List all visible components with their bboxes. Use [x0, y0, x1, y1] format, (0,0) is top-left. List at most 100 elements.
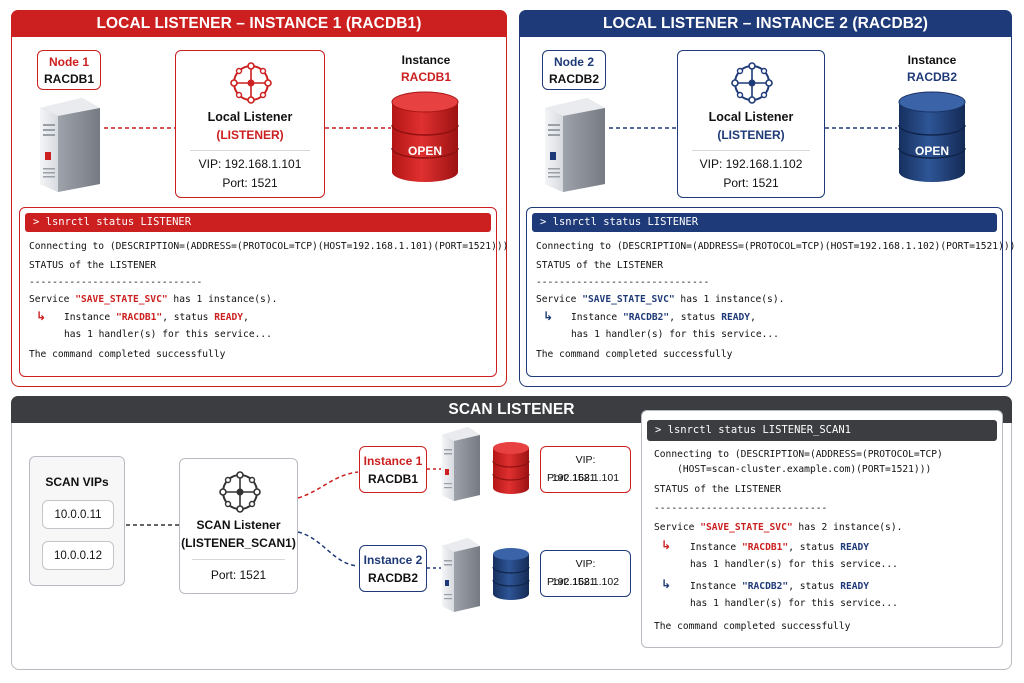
instance-1-name: RACDB1: [400, 70, 451, 84]
terminal-scan-command: > lsnrctl status LISTENER_SCAN1: [647, 420, 997, 441]
scan-listener-divider: [192, 559, 285, 560]
database-icon: [898, 91, 966, 182]
terminal-scan-inst1-name: "RACDB1": [741, 542, 789, 553]
server-icon: [40, 98, 100, 192]
terminal-2-service-prefix: Service: [536, 294, 583, 305]
terminal-1-service-name: "SAVE_STATE_SVC": [75, 294, 168, 305]
terminal-1-service-prefix: Service: [29, 294, 76, 305]
listener-hub-icon: [230, 62, 272, 104]
terminal-1-handler: has 1 handler(s) for this service...: [64, 329, 272, 340]
scan-vip-2: 10.0.0.12: [42, 541, 114, 570]
terminal-scan: > lsnrctl status LISTENER_SCAN1 Connecti…: [641, 410, 1003, 648]
local-listener-box-1: Local Listener (LISTENER) VIP: 192.168.1…: [175, 50, 325, 198]
panel-2-title: LOCAL LISTENER – INSTANCE 2 (RACDB2): [519, 10, 1012, 37]
database-icon: [492, 548, 530, 600]
server-icon: [442, 538, 480, 612]
scan-vip-info-2-port: Port: 1521: [547, 576, 596, 588]
local-listener-2-name: (LISTENER): [717, 128, 785, 142]
terminal-2-connecting: Connecting to (DESCRIPTION=(ADDRESS=(PRO…: [536, 241, 1016, 252]
local-listener-box-2: Local Listener (LISTENER) VIP: 192.168.1…: [677, 50, 825, 198]
return-arrow-icon: ↳: [543, 309, 554, 323]
terminal-scan-inst1-handler: has 1 handler(s) for this service...: [690, 559, 898, 570]
scan-vip-info-1: VIP: 192.168.1.101 Port: 1521: [540, 446, 631, 493]
terminal-panel-1: > lsnrctl status LISTENER Connecting to …: [19, 207, 508, 377]
terminal-1-connecting: Connecting to (DESCRIPTION=(ADDRESS=(PRO…: [29, 241, 509, 252]
connector-listener-db1: [325, 127, 391, 129]
connector-listener-db2: [825, 127, 897, 129]
terminal-scan-inst2-status: READY: [840, 581, 870, 592]
terminal-2-service-name: "SAVE_STATE_SVC": [582, 294, 675, 305]
instance-2-label: Instance: [907, 53, 957, 67]
terminal-scan-service-prefix: Service: [654, 522, 701, 533]
terminal-2-instance-prefix: Instance: [571, 312, 623, 323]
terminal-2-instance-line: Instance "RACDB2", status READY,: [571, 311, 756, 324]
terminal-panel-2: > lsnrctl status LISTENER Connecting to …: [526, 207, 1015, 377]
terminal-2-divider: ------------------------------: [536, 277, 710, 288]
scan-vip-2-value: 10.0.0.12: [54, 550, 102, 562]
connector-vips-scan: [126, 524, 179, 526]
terminal-scan-service-name: "SAVE_STATE_SVC": [700, 522, 793, 533]
scan-instance-1-name: RACDB1: [367, 472, 418, 486]
scan-instance-1-box: Instance 1 RACDB1: [359, 446, 427, 493]
scan-vips-box: SCAN VIPs 10.0.0.11 10.0.0.12: [29, 456, 125, 586]
scan-vip-info-1-port: Port: 1521: [547, 472, 596, 484]
terminal-2-status: READY: [721, 312, 751, 323]
local-listener-1-divider: [190, 150, 310, 151]
terminal-scan-inst1-prefix: Instance: [690, 542, 742, 553]
local-listener-2-divider: [692, 150, 810, 151]
scan-listener-name: (LISTENER_SCAN1): [181, 536, 296, 550]
scan-instance-2-name: RACDB2: [367, 571, 418, 585]
terminal-2-status-prefix: , status: [669, 312, 722, 323]
scan-listener-box: SCAN Listener (LISTENER_SCAN1) Port: 152…: [179, 458, 298, 594]
node-2-label-box: Node 2 RACDB2: [542, 50, 606, 90]
terminal-2-completed: The command completed successfully: [536, 349, 733, 360]
connector-node2-listener: [609, 127, 677, 129]
connector-node1-listener: [104, 127, 176, 129]
server-icon: [545, 98, 605, 192]
connector-scan-instance1: [297, 471, 359, 499]
connector-scan-instance2: [297, 531, 359, 567]
terminal-scan-inst1-status: READY: [840, 542, 870, 553]
return-arrow-icon: ↳: [661, 538, 672, 552]
scan-listener-title: SCAN Listener: [196, 518, 281, 532]
connector-instance1-server: [427, 468, 441, 470]
scan-vip-1: 10.0.0.11: [42, 500, 114, 529]
scan-vips-title: SCAN VIPs: [45, 475, 109, 489]
scan-vip-info-1-vip: VIP: 192.168.1.101: [551, 454, 620, 484]
local-listener-1-vip: VIP: 192.168.1.101: [198, 157, 302, 171]
terminal-2-service-line: Service "SAVE_STATE_SVC" has 1 instance(…: [536, 293, 784, 306]
scan-listener-port: Port: 1521: [210, 568, 267, 582]
node-1-label: Node 1: [48, 55, 89, 69]
terminal-scan-inst2-handler: has 1 handler(s) for this service...: [690, 598, 898, 609]
terminal-scan-inst1-line: Instance "RACDB1", status READY: [690, 541, 869, 554]
terminal-scan-inst1-status-prefix: , status: [788, 542, 841, 553]
terminal-1-status-suffix: ,: [243, 312, 249, 323]
node-1-name: RACDB1: [43, 72, 94, 86]
local-listener-1-port: Port: 1521: [222, 176, 278, 190]
scan-vip-1-value: 10.0.0.11: [54, 509, 102, 521]
node-2-label: Node 2: [553, 55, 594, 69]
server-icon: [442, 427, 480, 501]
instance-1-label: Instance: [401, 53, 451, 67]
terminal-2-command: > lsnrctl status LISTENER: [532, 213, 997, 232]
listener-hub-icon: [219, 471, 261, 513]
return-arrow-icon: ↳: [661, 577, 672, 591]
terminal-1-instance-name: "RACDB1": [115, 312, 163, 323]
terminal-scan-inst2-status-prefix: , status: [788, 581, 841, 592]
terminal-scan-divider: ------------------------------: [654, 503, 828, 514]
local-listener-2-port: Port: 1521: [723, 176, 779, 190]
terminal-2-instance-name: "RACDB2": [622, 312, 670, 323]
database-icon: [391, 91, 459, 182]
node-2-name: RACDB2: [548, 72, 599, 86]
terminal-1-divider: ------------------------------: [29, 277, 203, 288]
local-listener-1-title: Local Listener: [207, 110, 293, 124]
scan-vip-info-2: VIP: 192.168.1.102 Port: 1521: [540, 550, 631, 597]
local-listener-2-title: Local Listener: [708, 110, 794, 124]
terminal-scan-connecting-2: (HOST=scan-cluster.example.com)(PORT=152…: [654, 464, 932, 475]
terminal-1-command: > lsnrctl status LISTENER: [25, 213, 491, 232]
terminal-1-status-prefix: , status: [162, 312, 215, 323]
terminal-1-service-suffix: has 1 instance(s).: [167, 294, 278, 305]
panel-1-title: LOCAL LISTENER – INSTANCE 1 (RACDB1): [11, 10, 507, 37]
scan-vip-info-2-vip: VIP: 192.168.1.102: [551, 558, 620, 588]
terminal-1-completed: The command completed successfully: [29, 349, 226, 360]
